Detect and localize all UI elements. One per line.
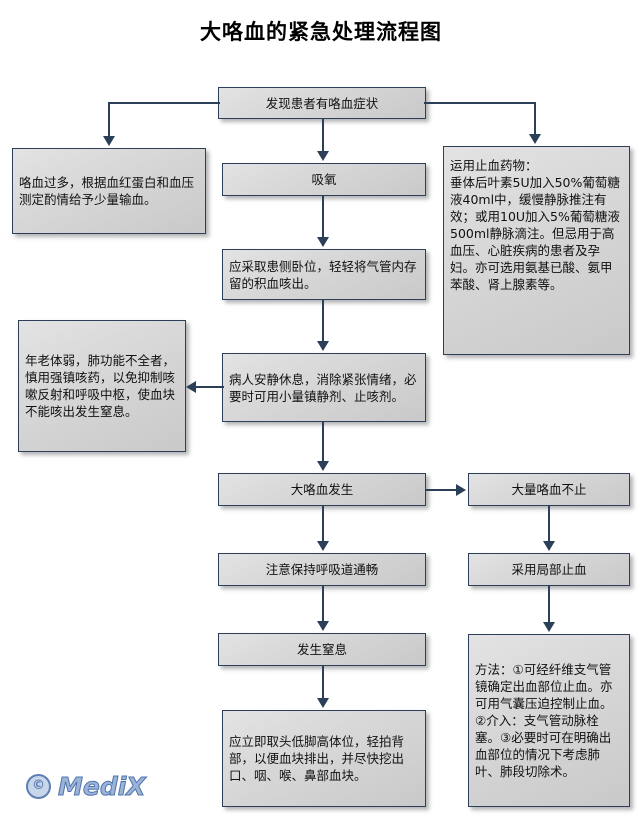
node-oxygen[interactable]: 吸氧 xyxy=(222,163,426,196)
node-rest-label: 病人安静休息，消除紧张情绪，必要时可用小量镇静剂、止咳剂。 xyxy=(229,371,417,404)
arrow-start-to-oxygen xyxy=(317,151,329,161)
arrow-position-to-rest xyxy=(317,341,329,351)
node-massive-hemoptysis[interactable]: 大咯血发生 xyxy=(218,473,426,506)
node-start-label: 发现患者有咯血症状 xyxy=(265,95,379,111)
node-methods[interactable]: 方法：①可经纤维支气管镜确定出血部位止血。亦可用气囊压迫控制止血。②介入：支气管… xyxy=(468,634,630,807)
arrow-start-to-transfusion xyxy=(103,136,115,146)
connector-rest-to-elderly-h xyxy=(196,386,224,388)
node-uncontrolled-hemoptysis-label: 大量咯血不止 xyxy=(511,482,587,497)
node-hemostatic-drugs-label: 运用止血药物： 垂体后叶素5U加入50%葡萄糖液40ml中，缓慢静脉推注有效；或… xyxy=(450,158,620,292)
connector-start-to-drugs-h xyxy=(424,102,536,104)
arrow-rest-to-elderly xyxy=(186,381,196,393)
connector-local-to-methods xyxy=(548,586,550,622)
connector-airway-to-asphyxia xyxy=(322,586,324,621)
connector-massive-to-airway xyxy=(322,506,324,541)
arrow-oxygen-to-position xyxy=(317,237,329,247)
connector-start-to-transfusion-h xyxy=(108,102,220,104)
node-elderly-caution-label: 年老体弱，肺功能不全者，慎用强镇咳药，以免抑制咳嗽反射和呼吸中枢，使血块不能咳出… xyxy=(25,353,176,419)
node-oxygen-label: 吸氧 xyxy=(311,172,337,187)
connector-position-to-rest xyxy=(322,300,324,341)
connector-oxygen-to-position xyxy=(322,196,324,237)
connector-start-to-transfusion-v xyxy=(108,102,110,138)
node-massive-hemoptysis-label: 大咯血发生 xyxy=(290,482,354,497)
node-asphyxia-label: 发生窒息 xyxy=(296,642,347,657)
arrow-start-to-drugs xyxy=(529,134,541,144)
arrow-asphyxia-to-treatment xyxy=(317,698,329,708)
node-asphyxia-treatment-label: 应立即取头低脚高体位，轻拍背部，以便血块排出，并尽快挖出口、咽、喉、鼻部血块。 xyxy=(229,734,405,783)
node-methods-label: 方法：①可经纤维支气管镜确定出血部位止血。亦可用气囊压迫控制止血。②介入：支气管… xyxy=(475,662,613,779)
node-transfusion[interactable]: 咯血过多，根据血红蛋白和血压测定酌情给予少量输血。 xyxy=(12,148,206,234)
node-position[interactable]: 应采取患侧卧位，轻轻将气管内存留的积血咳出。 xyxy=(222,249,426,300)
node-rest[interactable]: 病人安静休息，消除紧张情绪，必要时可用小量镇静剂、止咳剂。 xyxy=(222,353,426,422)
connector-massive-to-uncontrolled xyxy=(426,489,458,491)
node-elderly-caution[interactable]: 年老体弱，肺功能不全者，慎用强镇咳药，以免抑制咳嗽反射和呼吸中枢，使血块不能咳出… xyxy=(18,320,186,452)
arrow-massive-to-airway xyxy=(317,541,329,551)
watermark: © MediX xyxy=(26,772,147,802)
node-local-hemostasis[interactable]: 采用局部止血 xyxy=(468,553,630,586)
node-transfusion-label: 咯血过多，根据血红蛋白和血压测定酌情给予少量输血。 xyxy=(19,175,195,207)
arrow-rest-to-massive xyxy=(317,461,329,471)
node-airway[interactable]: 注意保持呼吸道通畅 xyxy=(218,553,426,586)
page-title: 大咯血的紧急处理流程图 xyxy=(200,19,442,44)
copyright-icon: © xyxy=(26,774,51,799)
connector-asphyxia-to-treatment xyxy=(322,666,324,698)
node-hemostatic-drugs[interactable]: 运用止血药物： 垂体后叶素5U加入50%葡萄糖液40ml中，缓慢静脉推注有效；或… xyxy=(443,146,630,355)
node-start[interactable]: 发现患者有咯血症状 xyxy=(218,87,426,119)
arrow-uncontrolled-to-local xyxy=(543,541,555,551)
watermark-text: MediX xyxy=(58,772,147,802)
connector-uncontrolled-to-local xyxy=(548,506,550,541)
node-airway-label: 注意保持呼吸道通畅 xyxy=(265,562,379,577)
node-uncontrolled-hemoptysis[interactable]: 大量咯血不止 xyxy=(468,473,630,506)
connector-start-to-oxygen xyxy=(322,119,324,153)
connector-rest-to-massive xyxy=(322,422,324,461)
arrow-local-to-methods xyxy=(543,622,555,632)
arrow-airway-to-asphyxia xyxy=(317,621,329,631)
node-asphyxia-treatment[interactable]: 应立即取头低脚高体位，轻拍背部，以便血块排出，并尽快挖出口、咽、喉、鼻部血块。 xyxy=(222,710,426,807)
node-local-hemostasis-label: 采用局部止血 xyxy=(511,562,587,577)
node-asphyxia[interactable]: 发生窒息 xyxy=(218,633,426,666)
arrow-massive-to-uncontrolled xyxy=(456,484,466,496)
node-position-label: 应采取患侧卧位，轻轻将气管内存留的积血咳出。 xyxy=(229,258,417,291)
connector-start-to-drugs-v xyxy=(534,102,536,136)
